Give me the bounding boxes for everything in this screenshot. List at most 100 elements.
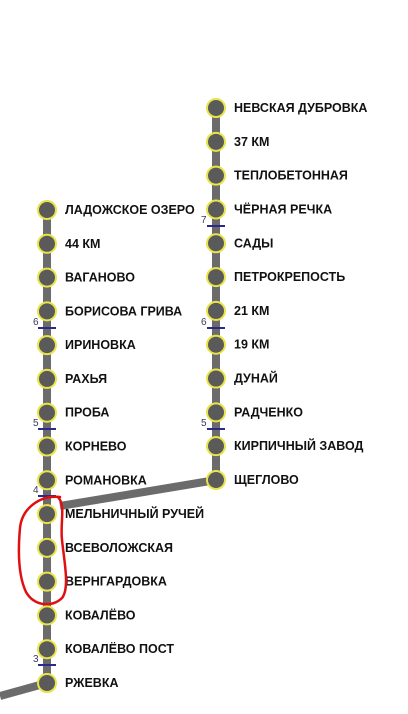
right-line-station: 19 КМ bbox=[206, 334, 269, 355]
station-label: РЖЕВКА bbox=[65, 676, 119, 690]
zone-label: 6 bbox=[201, 317, 207, 328]
zone-label: 6 bbox=[33, 317, 39, 328]
station-icon bbox=[37, 436, 57, 457]
station-icon bbox=[206, 165, 226, 186]
station-icon bbox=[37, 267, 57, 288]
right-line-station: КИРПИЧНЫЙ ЗАВОД bbox=[206, 436, 364, 457]
station-icon bbox=[206, 131, 226, 152]
right-line-station: ПЕТРОКРЕПОСТЬ bbox=[206, 267, 345, 288]
left-line-station: РОМАНОВКА bbox=[37, 470, 147, 491]
right-line-station: САДЫ bbox=[206, 233, 273, 254]
right-line-stations: НЕВСКАЯ ДУБРОВКА 37 КМ ТЕПЛОБЕТОННАЯ ЧЁРНАЯ… bbox=[206, 98, 367, 490]
left-line-station: ЛАДОЖСКОЕ ОЗЕРО bbox=[37, 200, 195, 220]
zone-boundary-icon: 7 bbox=[201, 215, 225, 227]
left-line-station: КОВАЛЁВО bbox=[37, 605, 136, 626]
station-icon bbox=[206, 233, 226, 254]
station-icon bbox=[37, 200, 57, 220]
left-line-stations: ЛАДОЖСКОЕ ОЗЕРО 44 КМ ВАГАНОВО БОРИСОВА ГРИ… bbox=[37, 200, 204, 693]
station-label: 37 КМ bbox=[234, 135, 269, 149]
station-icon bbox=[37, 605, 57, 626]
left-line-station: РАХЬЯ bbox=[37, 368, 107, 389]
station-label: НЕВСКАЯ ДУБРОВКА bbox=[234, 101, 367, 115]
zone-layer: 6 5 4 3 7 6 5 bbox=[33, 215, 225, 666]
station-label: КОВАЛЁВО bbox=[65, 607, 136, 622]
station-icon bbox=[37, 301, 57, 322]
zone-boundary-icon: 6 bbox=[201, 317, 225, 329]
right-line-station: ДУНАЙ bbox=[206, 368, 278, 389]
station-icon bbox=[206, 199, 226, 220]
right-line-station: НЕВСКАЯ ДУБРОВКА bbox=[206, 98, 367, 118]
right-line-station: ТЕПЛОБЕТОННАЯ bbox=[206, 165, 348, 186]
station-icon bbox=[37, 673, 57, 693]
station-label: ЩЕГЛОВО bbox=[234, 473, 299, 487]
zone-label: 5 bbox=[33, 418, 39, 429]
zone-label: 7 bbox=[201, 215, 207, 226]
right-line-station: ЩЕГЛОВО bbox=[206, 470, 299, 490]
station-icon bbox=[206, 267, 226, 288]
zone-boundary-icon: 5 bbox=[33, 418, 56, 430]
station-label: 19 КМ bbox=[234, 338, 269, 352]
station-icon bbox=[37, 233, 57, 254]
left-line-station: ВАГАНОВО bbox=[37, 267, 135, 288]
station-label: ДУНАЙ bbox=[234, 371, 278, 386]
station-label: 21 КМ bbox=[234, 304, 269, 318]
station-icon bbox=[206, 334, 226, 355]
station-icon bbox=[37, 537, 57, 558]
station-label: КИРПИЧНЫЙ ЗАВОД bbox=[234, 438, 364, 453]
station-icon bbox=[37, 470, 57, 491]
zone-label: 5 bbox=[201, 418, 207, 429]
zone-label: 3 bbox=[33, 654, 39, 665]
station-icon bbox=[37, 571, 57, 592]
zone-boundary-icon: 6 bbox=[33, 317, 56, 329]
station-icon bbox=[206, 368, 226, 389]
station-label: КОВАЛЁВО ПОСТ bbox=[65, 641, 174, 656]
left-line-station: КОРНЕВО bbox=[37, 436, 127, 457]
station-label: БОРИСОВА ГРИВА bbox=[65, 304, 182, 318]
left-line-station: БОРИСОВА ГРИВА bbox=[37, 301, 182, 322]
station-icon bbox=[206, 300, 226, 321]
station-label: ПРОБА bbox=[65, 406, 109, 420]
station-icon bbox=[37, 335, 57, 356]
station-label: КОРНЕВО bbox=[65, 440, 127, 454]
left-line-station: ВСЕВОЛОЖСКАЯ bbox=[37, 537, 173, 558]
left-line-station: ВЕРНГАРДОВКА bbox=[37, 571, 167, 592]
right-line-station: ЧЁРНАЯ РЕЧКА bbox=[206, 199, 332, 220]
zone-boundary-icon: 3 bbox=[33, 654, 56, 666]
station-icon bbox=[206, 470, 226, 490]
station-label: 44 КМ bbox=[65, 237, 100, 251]
station-icon bbox=[37, 402, 57, 423]
left-line-station: 44 КМ bbox=[37, 233, 100, 254]
station-label: РОМАНОВКА bbox=[65, 473, 147, 487]
station-label: ЧЁРНАЯ РЕЧКА bbox=[234, 201, 332, 216]
station-label: РАДЧЕНКО bbox=[234, 405, 303, 419]
station-label: ПЕТРОКРЕПОСТЬ bbox=[234, 270, 345, 284]
left-line-station: КОВАЛЁВО ПОСТ bbox=[37, 639, 174, 660]
left-line-station: РЖЕВКА bbox=[37, 673, 119, 693]
zone-boundary-icon: 5 bbox=[201, 418, 225, 430]
station-label: МЕЛЬНИЧНЫЙ РУЧЕЙ bbox=[65, 506, 204, 521]
station-icon bbox=[206, 436, 226, 457]
right-line-station: 37 КМ bbox=[206, 131, 269, 152]
station-label: ТЕПЛОБЕТОННАЯ bbox=[234, 169, 348, 183]
station-icon bbox=[37, 368, 57, 389]
station-icon bbox=[206, 98, 226, 118]
left-line-station: ПРОБА bbox=[37, 402, 109, 423]
right-line-station: РАДЧЕНКО bbox=[206, 402, 303, 423]
hand-drawn-circle-icon bbox=[17, 495, 68, 606]
station-icon bbox=[206, 402, 226, 423]
station-label: ВАГАНОВО bbox=[65, 271, 135, 285]
station-label: ВСЕВОЛОЖСКАЯ bbox=[65, 541, 173, 555]
station-label: ИРИНОВКА bbox=[65, 338, 136, 352]
station-icon bbox=[37, 639, 57, 660]
station-label: ВЕРНГАРДОВКА bbox=[65, 575, 167, 589]
left-line-station: МЕЛЬНИЧНЫЙ РУЧЕЙ bbox=[37, 504, 204, 525]
right-line-station: 21 КМ bbox=[206, 300, 269, 321]
station-icon bbox=[37, 504, 57, 525]
station-label: ЛАДОЖСКОЕ ОЗЕРО bbox=[65, 203, 195, 217]
left-line-station: ИРИНОВКА bbox=[37, 335, 136, 356]
station-label: РАХЬЯ bbox=[65, 372, 107, 386]
connector-track bbox=[59, 476, 217, 510]
zone-label: 4 bbox=[33, 485, 39, 496]
station-label: САДЫ bbox=[234, 236, 273, 250]
